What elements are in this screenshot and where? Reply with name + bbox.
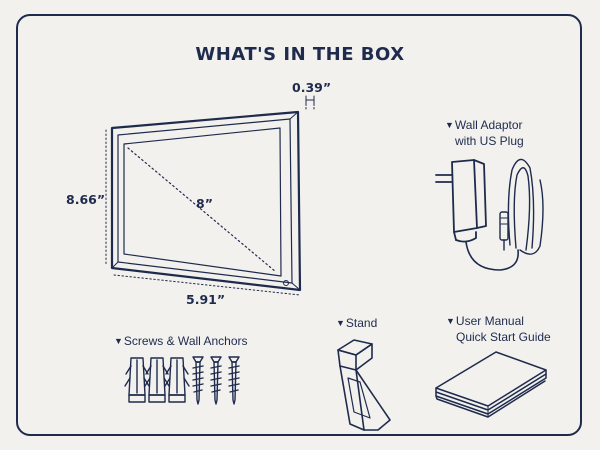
screws-label-text: Screws & Wall Anchors	[123, 334, 248, 348]
height-dimension-label: 8.66”	[66, 192, 106, 207]
manual-marker-icon: ▼	[446, 316, 455, 326]
manual-label-line2: Quick Start Guide	[456, 330, 551, 344]
adaptor-label-line2: with US Plug	[455, 134, 524, 148]
stand-drawing	[337, 339, 391, 431]
stand-marker-icon: ▼	[336, 318, 345, 328]
adaptor-label: ▼Wall Adaptor with US Plug	[445, 118, 524, 149]
diagonal-dimension-label: 8”	[196, 196, 213, 211]
wall-adaptor-drawing	[435, 158, 544, 271]
manual-label: ▼User Manual Quick Start Guide	[446, 314, 551, 345]
width-dimension-line	[113, 274, 301, 296]
manual-label-line1: User Manual	[455, 314, 524, 328]
width-dimension-label: 5.91”	[186, 292, 226, 307]
screws-marker-icon: ▼	[114, 336, 123, 346]
adaptor-label-line1: Wall Adaptor	[454, 118, 523, 132]
page-title: WHAT'S IN THE BOX	[195, 44, 405, 65]
stand-label: ▼Stand	[336, 316, 377, 332]
screws-label: ▼Screws & Wall Anchors	[114, 334, 248, 350]
depth-dimension-label: 0.39”	[292, 80, 332, 95]
depth-dimension-marker	[305, 95, 315, 111]
adaptor-marker-icon: ▼	[445, 120, 454, 130]
stand-label-text: Stand	[345, 316, 378, 330]
photo-frame-drawing	[110, 110, 302, 292]
screws-and-anchors-drawing	[124, 356, 240, 405]
manual-stack-drawing	[435, 351, 547, 418]
box-contents-card	[16, 14, 582, 436]
